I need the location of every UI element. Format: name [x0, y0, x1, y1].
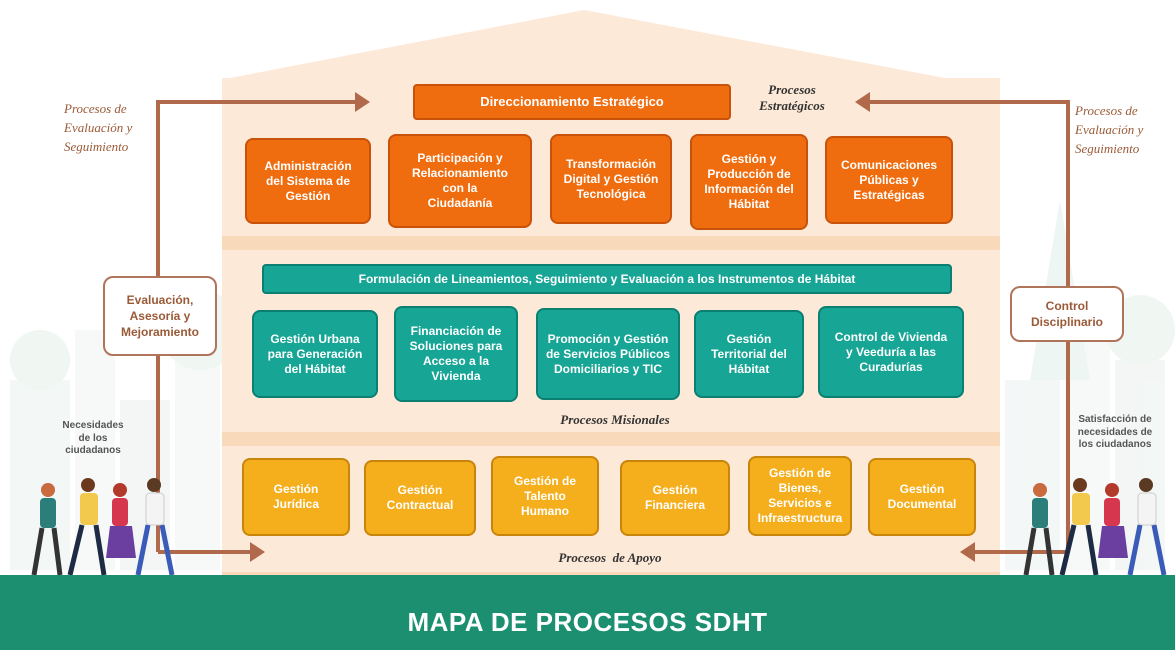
proceso-estrategico-5[interactable]: Comunicaciones Públicas y Estratégicas — [825, 136, 953, 224]
procesos-apoyo-label: Procesos de Apoyo — [558, 550, 662, 565]
shelf-1 — [222, 236, 1000, 250]
page-title: MAPA DE PROCESOS SDHT — [407, 607, 768, 637]
footer-band — [0, 575, 1175, 650]
proceso-estrategico-2[interactable]: Participación y Relacionamiento con la C… — [388, 134, 532, 228]
citizens-left-illustration — [31, 478, 175, 576]
citizens-right-illustration — [1023, 478, 1167, 576]
proceso-estrategico-4[interactable]: Gestión y Producción de Información del … — [690, 134, 808, 230]
feedback-arrows — [156, 92, 1070, 554]
proceso-misional-4[interactable]: Gestión Territorial del Hábitat — [694, 310, 804, 398]
proceso-apoyo-2[interactable]: Gestión Contractual — [364, 460, 476, 536]
satisfaccion-necesidades-label: Satisfacción de necesidades de los ciuda… — [1077, 414, 1153, 450]
proceso-apoyo-4[interactable]: Gestión Financiera — [620, 460, 730, 536]
evaluacion-seguimiento-left-label: Procesos de Evaluación y Seguimiento — [64, 101, 133, 154]
proceso-misional-3[interactable]: Promoción y Gestión de Servicios Público… — [536, 308, 680, 400]
proceso-apoyo-3[interactable]: Gestión de Talento Humano — [491, 456, 599, 536]
building-roof — [230, 10, 945, 78]
arrow-head-bottom-right — [960, 542, 975, 562]
proceso-apoyo-6[interactable]: Gestión Documental — [868, 458, 976, 536]
necesidades-ciudadanos-label: Necesidades de los ciudadanos — [62, 420, 124, 456]
evaluacion-seguimiento-right-label: Procesos de Evaluación y Seguimiento — [1075, 103, 1144, 156]
proceso-estrategico-1[interactable]: Administración del Sistema de Gestión — [245, 138, 371, 224]
proceso-apoyo-1[interactable]: Gestión Jurídica — [242, 458, 350, 536]
control-disciplinario-box[interactable]: Control Disciplinario — [1010, 286, 1124, 342]
proceso-apoyo-5[interactable]: Gestión de Bienes, Servicios e Infraestr… — [748, 456, 852, 536]
proceso-estrategico-3[interactable]: Transformación Digital y Gestión Tecnoló… — [550, 134, 672, 224]
shelf-2 — [222, 432, 1000, 446]
proceso-misional-1[interactable]: Gestión Urbana para Generación del Hábit… — [252, 310, 378, 398]
proceso-misional-2[interactable]: Financiación de Soluciones para Acceso a… — [394, 306, 518, 402]
proceso-misional-5[interactable]: Control de Vivienda y Veeduría a las Cur… — [818, 306, 964, 398]
direccionamiento-estrategico[interactable]: Direccionamiento Estratégico — [413, 84, 731, 120]
procesos-estrategicos-label: Procesos Estratégicos — [759, 82, 825, 114]
procesos-misionales-label: Procesos Misionales — [560, 412, 670, 427]
evaluacion-asesoria-box[interactable]: Evaluación, Asesoría y Mejoramiento — [103, 276, 217, 356]
formulacion-lineamientos[interactable]: Formulación de Lineamientos, Seguimiento… — [262, 264, 952, 294]
arrow-head-bottom-left — [250, 542, 265, 562]
